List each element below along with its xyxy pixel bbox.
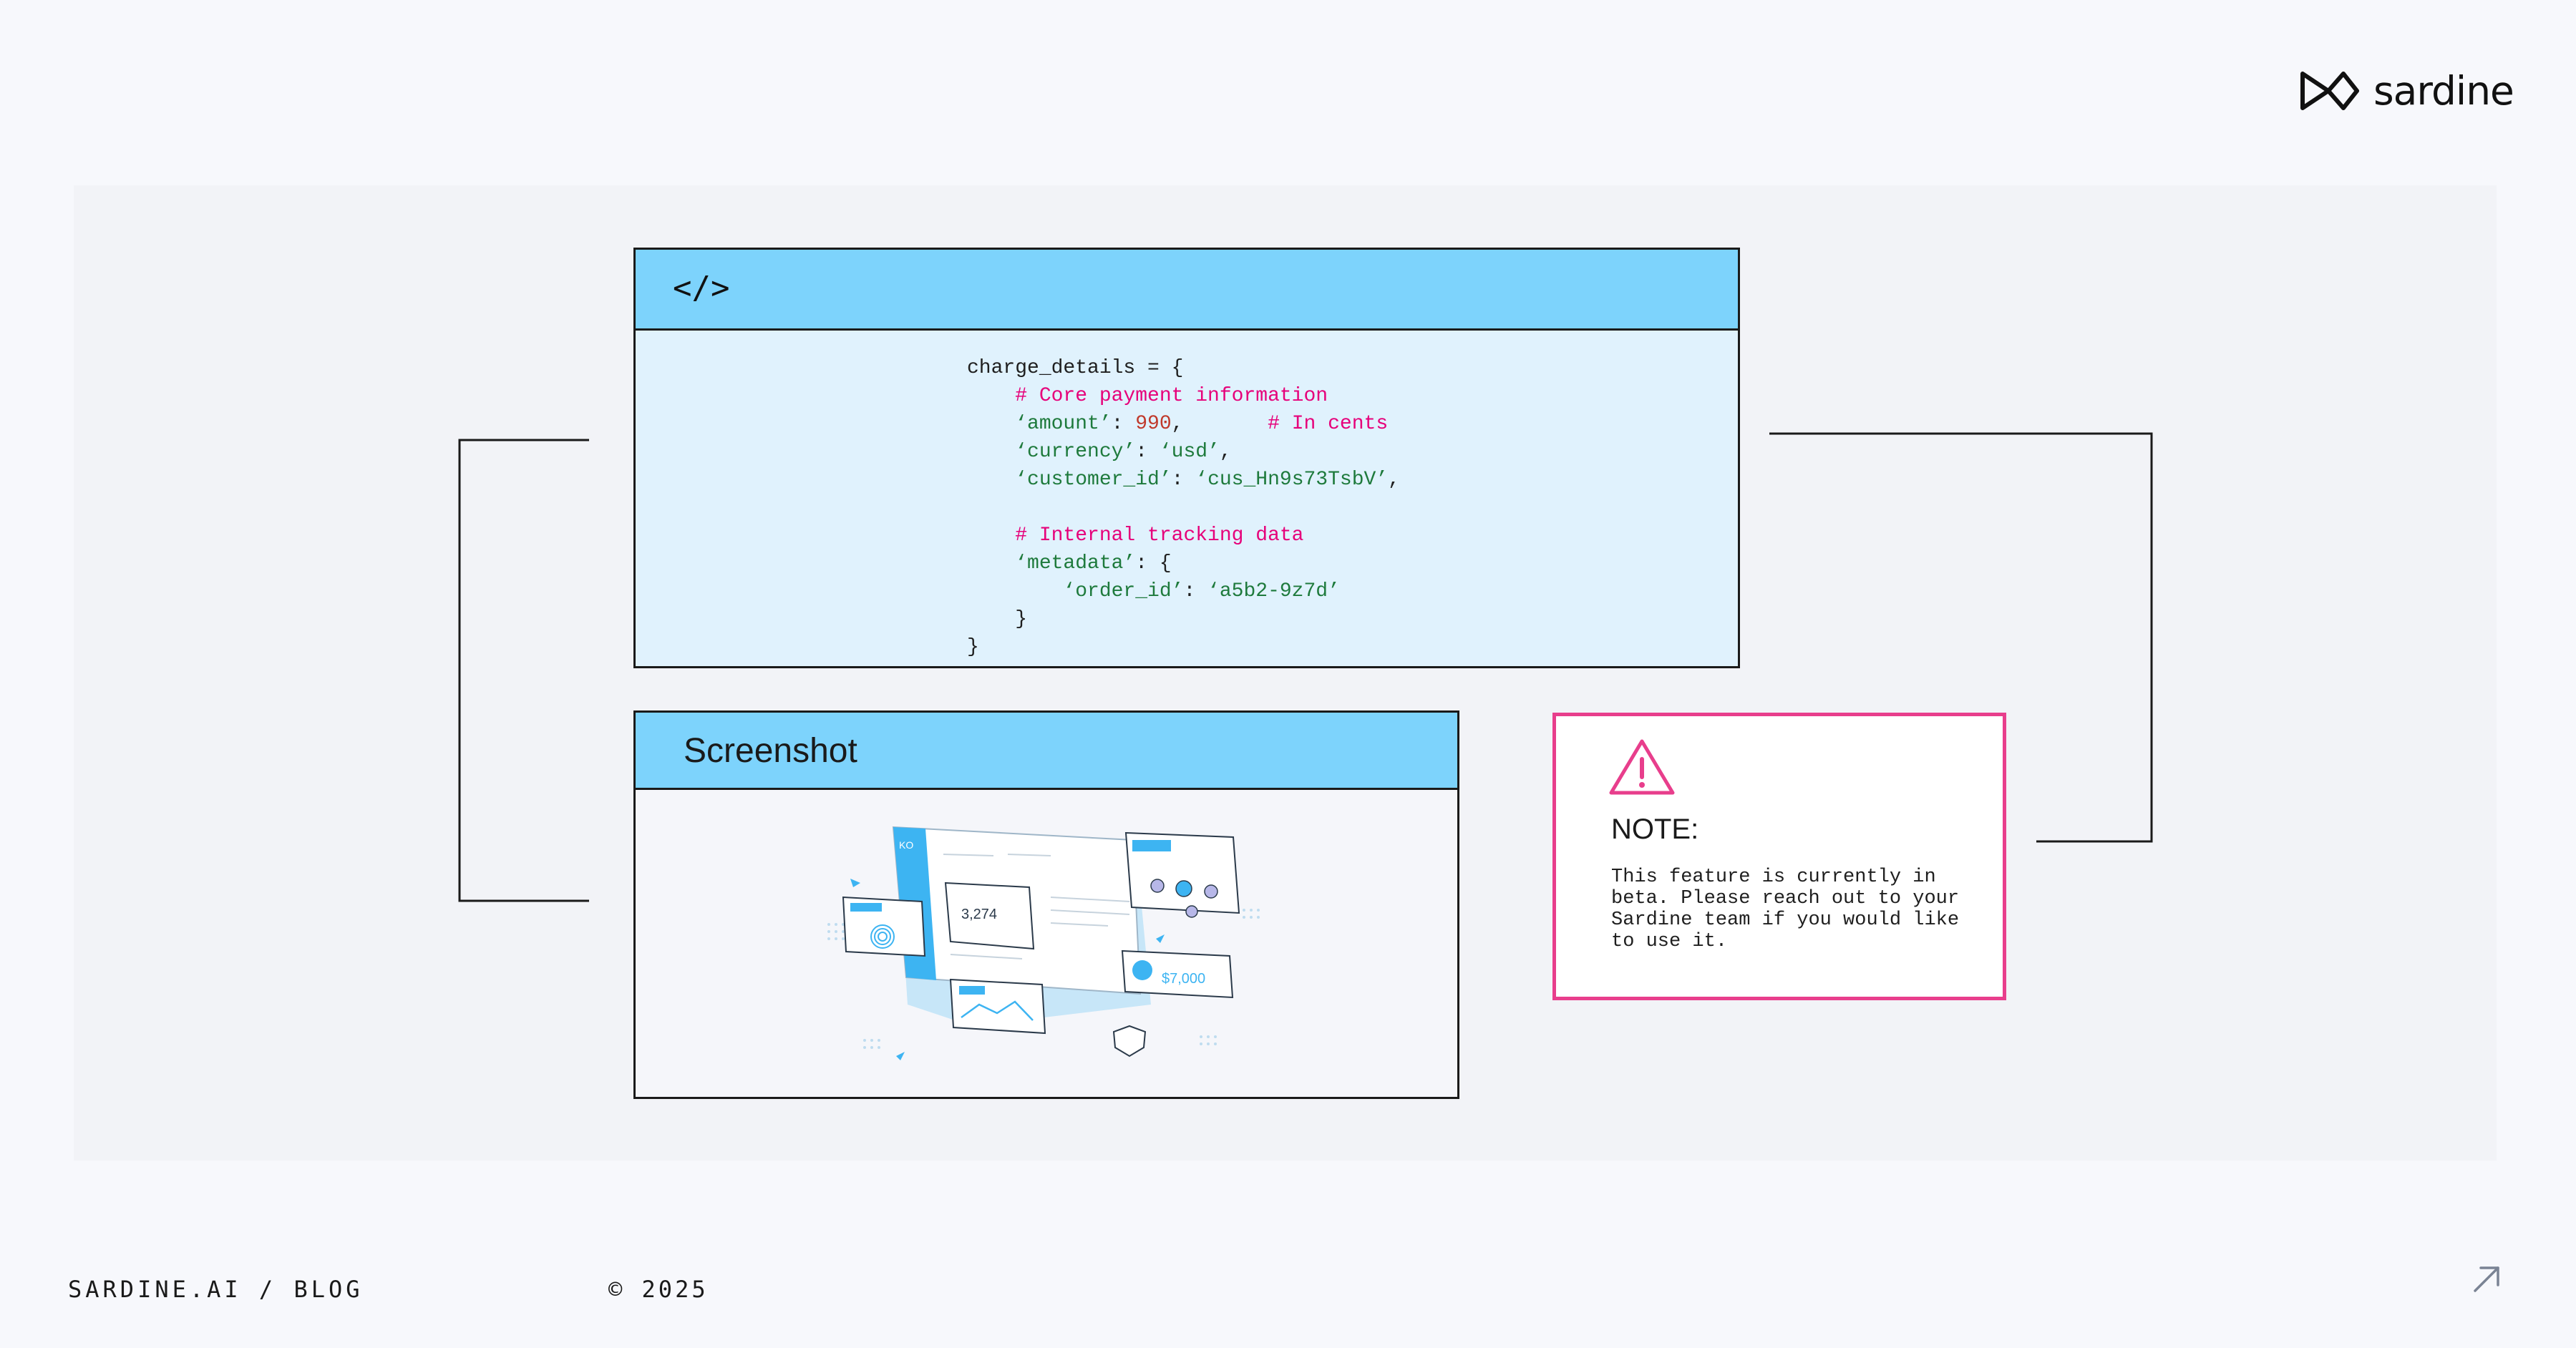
arrow-up-right-icon[interactable] xyxy=(2469,1261,2505,1296)
code-token: # Core payment information xyxy=(967,385,1328,407)
code-token: ‘usd’ xyxy=(1159,441,1220,463)
code-line: ‘amount’: 990, # In cents xyxy=(967,413,1388,435)
svg-text:KO: KO xyxy=(899,839,913,851)
code-line: ‘metadata’: { xyxy=(967,552,1172,575)
code-token: : { xyxy=(1135,552,1172,575)
code-token: : xyxy=(1111,413,1136,435)
amount-value: $7,000 xyxy=(1162,971,1205,987)
code-token: } xyxy=(967,608,1028,630)
code-token: # Internal tracking data xyxy=(967,524,1304,547)
code-line: ‘customer_id’: ‘cus_Hn9s73TsbV’, xyxy=(967,469,1400,491)
code-token: # In cents xyxy=(1268,413,1389,435)
code-line: # Internal tracking data xyxy=(967,524,1303,547)
code-brackets-icon: </> xyxy=(673,270,730,306)
code-token: 990 xyxy=(1135,413,1172,435)
code-card: </> charge_details = { # Core payment in… xyxy=(633,248,1740,668)
sardine-logo[interactable]: sardine xyxy=(2300,66,2514,116)
screenshot-title: Screenshot xyxy=(684,732,857,770)
screenshot-card: Screenshot KO 3,274 xyxy=(633,710,1459,1099)
brand-name: sardine xyxy=(2373,67,2514,114)
sardine-logo-mark-icon xyxy=(2300,72,2359,110)
note-text: This feature is currently in beta. Pleas… xyxy=(1611,866,1960,952)
code-snippet[interactable]: charge_details = { # Core payment inform… xyxy=(967,354,1400,661)
code-token: ‘cus_Hn9s73TsbV’ xyxy=(1195,469,1389,491)
code-line: # Core payment information xyxy=(967,385,1328,407)
code-line: ‘order_id’: ‘a5b2-9z7d’ xyxy=(967,580,1340,602)
code-card-header: </> xyxy=(636,250,1738,331)
warning-triangle-icon xyxy=(1609,739,1675,795)
metric-value: 3,274 xyxy=(961,907,997,922)
code-token: , xyxy=(1388,469,1400,491)
code-token: : xyxy=(1183,580,1208,602)
code-token: ‘customer_id’ xyxy=(967,469,1172,491)
code-token: , xyxy=(1171,413,1268,435)
dot-pattern xyxy=(827,909,1260,1049)
code-token: ‘amount’ xyxy=(967,413,1112,435)
code-line: ‘currency’: ‘usd’, xyxy=(967,441,1232,463)
dashboard-illustration: KO 3,274 $7,000 xyxy=(827,826,1260,1060)
code-line: charge_details = { xyxy=(967,357,1183,379)
code-token: ‘order_id’ xyxy=(967,580,1184,602)
footer-copyright: © 2025 xyxy=(608,1276,709,1303)
code-token: : xyxy=(1135,441,1160,463)
code-line: } xyxy=(967,636,979,658)
code-token: , xyxy=(1219,441,1232,463)
screenshot-card-header: Screenshot xyxy=(636,713,1457,790)
note-card: NOTE: This feature is currently in beta.… xyxy=(1552,713,2006,1000)
code-token: charge_details = { xyxy=(967,357,1184,379)
code-token: ‘a5b2-9z7d’ xyxy=(1207,580,1340,602)
code-line: } xyxy=(967,608,1027,630)
fingerprint-icon xyxy=(870,924,895,949)
note-title: NOTE: xyxy=(1611,814,1699,845)
code-token: ‘currency’ xyxy=(967,441,1136,463)
footer-site-link[interactable]: SARDINE.AI / BLOG xyxy=(68,1276,364,1303)
code-token: : xyxy=(1171,469,1196,491)
code-token: } xyxy=(967,636,979,658)
code-token: ‘metadata’ xyxy=(967,552,1136,575)
